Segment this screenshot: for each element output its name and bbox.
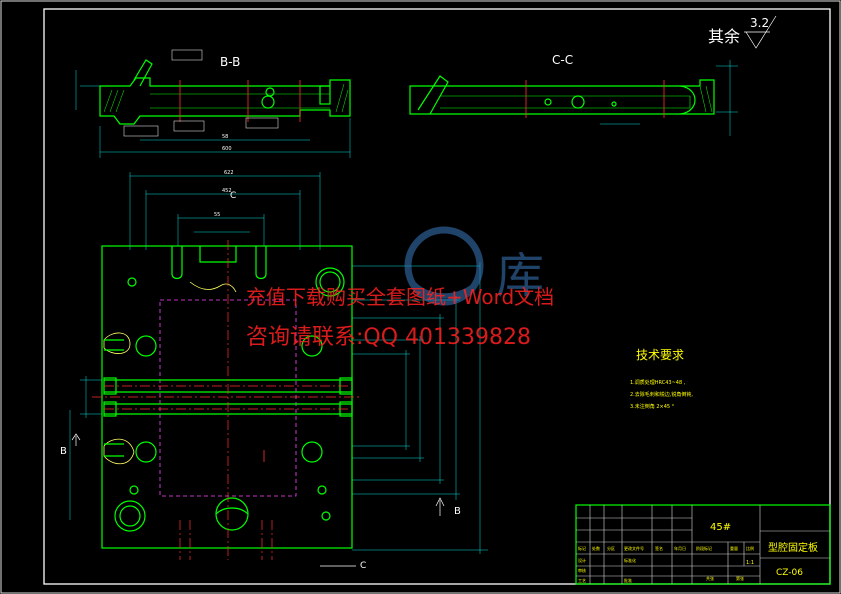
tb-label-14: 共张 [706,575,714,581]
title-block-part-name: 型腔固定板 [768,541,818,554]
tb-label-13: 比例 [746,545,754,551]
tech-req-title: 技术要求 [636,348,684,362]
svg-text:600: 600 [222,146,232,152]
tb-label-7: 标准化 [624,557,636,563]
main-plan-view: 622 452 55 C [60,170,488,571]
tb-label-2: 分区 [607,545,615,551]
section-bb-view: B-B 600 58 [75,49,351,158]
svg-text:452: 452 [222,188,232,194]
section-marker-b-right: B [454,506,461,517]
section-marker-b-left: B [60,446,67,457]
roughness-symbol: 其余 3.2 [708,15,777,49]
tb-label-0: 标记 [578,545,586,551]
title-block: 45# 型腔固定板 CZ-06 1:1 标记 处数 分区 更改文件号 签名 年月… [575,504,831,585]
tb-label-6: 设计 [578,557,586,563]
tech-requirements: 技术要求 1.调质处理HRC43~48 , 2.去除毛刺和锐边,锐角倒钝, 3.… [630,348,693,410]
tech-req-item-2: 2.去除毛刺和锐边,锐角倒钝, [630,391,693,398]
title-block-material: 45# [710,522,731,533]
watermark-line-2: 咨询请联系:QQ 401339828 [246,325,531,350]
roughness-value: 3.2 [750,16,769,30]
tb-label-3: 更改文件号 [624,545,644,551]
title-block-scale: 1:1 [746,560,754,566]
tb-label-10: 批准 [624,577,632,583]
section-cc-label: C-C [552,53,573,67]
watermark-logo-icon [404,226,484,306]
svg-text:622: 622 [224,170,234,176]
watermark-line-1: 充值下载购买全套图纸+Word文档 [246,285,554,309]
section-cc-view: C-C [409,53,738,136]
tb-label-8: 审核 [578,567,586,573]
svg-text:55: 55 [214,212,220,218]
title-block-drawing-no: CZ-06 [776,568,803,578]
tb-label-15: 第张 [736,575,744,581]
tb-label-9: 工艺 [578,578,586,583]
section-marker-c-top: C [230,191,236,201]
watermark-logo-char: 库 [496,248,544,304]
tb-label-4: 签名 [655,545,663,551]
tb-label-1: 处数 [592,545,600,551]
tech-req-item-3: 3.未注倒角 2×45 ° [630,403,675,410]
tb-label-5: 年月日 [674,545,686,551]
tb-label-12: 重量 [730,545,738,551]
section-marker-c-bottom: C [360,561,366,571]
tb-label-11: 阶段标记 [696,545,712,551]
roughness-prefix: 其余 [708,27,740,46]
watermark: 库 [404,226,544,306]
sheet-border-inner [43,8,831,585]
svg-text:58: 58 [222,134,228,140]
tech-req-item-1: 1.调质处理HRC43~48 , [630,379,686,386]
section-bb-label: B-B [220,55,240,69]
